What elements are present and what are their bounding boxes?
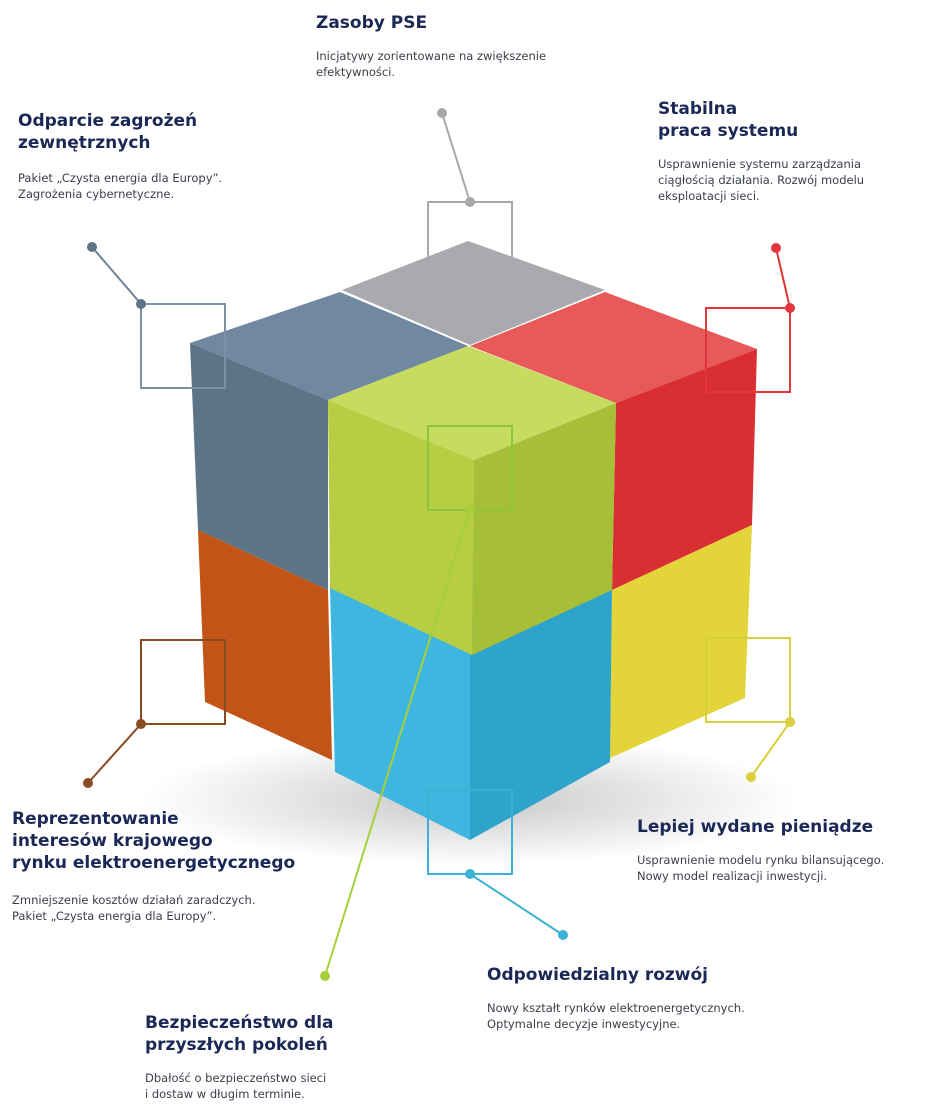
label-zasoby-title: Zasoby PSE <box>316 13 428 33</box>
connector-zasoby <box>427 108 513 287</box>
label-lepiej: Lepiej wydane pieniądze Usprawnienie mod… <box>637 816 935 884</box>
label-odpowiedzialny-title: Odpowiedzialny rozwój <box>487 965 708 985</box>
label-lepiej-desc: Usprawnienie modelu rynku bilansującego.… <box>637 853 885 883</box>
connector-reprezentowanie <box>83 639 226 788</box>
label-stabilna-title: Stabilna praca systemu <box>658 99 799 141</box>
connector-lepiej <box>705 637 795 782</box>
label-reprezentowanie-desc: Zmniejszenie kosztów działań zaradczych.… <box>12 893 256 923</box>
label-odpowiedzialny: Odpowiedzialny rozwój Nowy kształt rynkó… <box>487 964 837 1032</box>
connector-odpowiedzialny <box>427 789 568 940</box>
label-odparcie-desc: Pakiet „Czysta energia dla Europy”. Zagr… <box>18 171 223 201</box>
label-bezpieczenstwo: Bezpieczeństwo dla przyszłych pokoleń Db… <box>145 1012 465 1102</box>
label-zasoby-desc: Inicjatywy zorientowane na zwiększenie e… <box>316 49 547 79</box>
connector-stabilna <box>705 243 795 393</box>
cube-slate <box>190 292 468 590</box>
label-reprezentowanie-title: Reprezentowanie interesów krajowego rynk… <box>12 809 296 873</box>
connector-bezpieczenstwo <box>320 425 513 981</box>
cube-lime <box>328 346 616 655</box>
label-odparcie: Odparcie zagrożeń zewnętrznych Pakiet „C… <box>18 110 338 202</box>
cube-yellow <box>610 525 752 758</box>
connector-odparcie <box>87 242 226 389</box>
cube-top-gray <box>342 241 605 345</box>
label-zasoby: Zasoby PSE Inicjatywy zorientowane na zw… <box>316 12 636 80</box>
label-stabilna-desc: Usprawnienie systemu zarządzania ciągłoś… <box>658 157 865 203</box>
label-lepiej-title: Lepiej wydane pieniądze <box>637 817 874 837</box>
label-odparcie-title: Odparcie zagrożeń zewnętrznych <box>18 111 198 153</box>
cube-orange <box>198 530 332 760</box>
label-stabilna: Stabilna praca systemu Usprawnienie syst… <box>658 98 928 204</box>
label-reprezentowanie: Reprezentowanie interesów krajowego rynk… <box>12 808 342 924</box>
label-bezpieczenstwo-desc: Dbałość o bezpieczeństwo sieci i dostaw … <box>145 1071 327 1101</box>
cube-red <box>470 292 757 590</box>
label-bezpieczenstwo-title: Bezpieczeństwo dla przyszłych pokoleń <box>145 1013 334 1055</box>
label-odpowiedzialny-desc: Nowy kształt rynków elektroenergetycznyc… <box>487 1001 745 1031</box>
